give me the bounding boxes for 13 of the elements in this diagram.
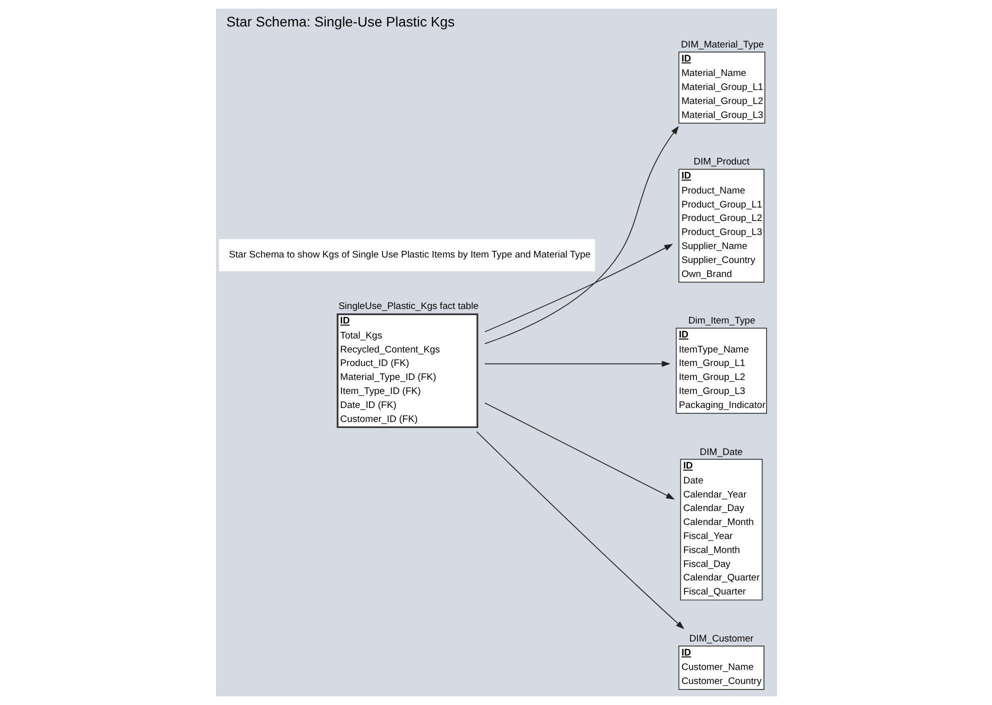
arrow: [476, 431, 684, 630]
node-label: SingleUse_Plastic_Kgs fact table: [338, 300, 478, 312]
arrow: [484, 360, 670, 367]
diagram-title: Star Schema: Single-Use Plastic Kgs: [226, 14, 454, 30]
node-label: DIM_Material_Type: [680, 40, 764, 51]
arrow: [484, 126, 678, 344]
arrow: [484, 244, 673, 332]
node-label: DIM_Customer: [688, 634, 753, 645]
node-label: DIM_Date: [699, 446, 742, 458]
node-label: Dim_Item_Type: [688, 316, 755, 327]
node-label: DIM_Product: [693, 156, 749, 168]
node-box: Star Schema to show Kgs of Single Use Plastic Items by Item Type and Material Type: [218, 239, 595, 272]
arrow: [484, 402, 674, 500]
